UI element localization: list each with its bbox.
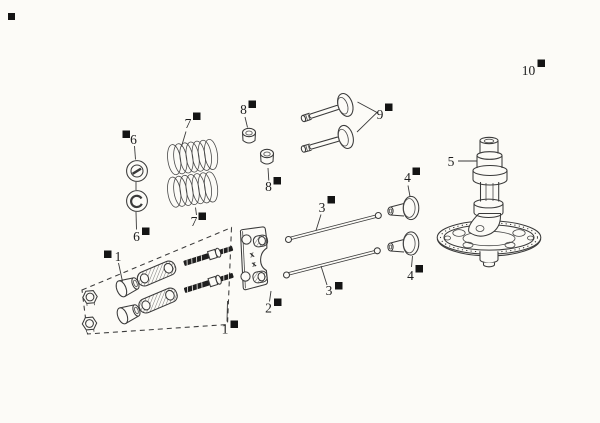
callout-3-top: 3 xyxy=(319,196,335,215)
callout-label: 8 xyxy=(265,179,272,194)
valve-spring-1 xyxy=(167,138,219,176)
callout-10: 10 xyxy=(522,59,545,78)
pushrod-guide-plate: x x xyxy=(239,226,269,291)
spring-retainer-1 xyxy=(126,160,148,182)
corner-mark xyxy=(8,13,15,20)
hex-nut-1 xyxy=(82,290,98,306)
callout-7-bottom: 7 xyxy=(191,212,206,229)
callout-8-top: 8 xyxy=(240,100,256,117)
callout-square xyxy=(415,265,423,273)
callout-1-left: 1 xyxy=(104,249,121,264)
callout-6-bottom: 6 xyxy=(133,227,150,244)
callout-square xyxy=(274,298,282,306)
rocker-stud-1 xyxy=(183,246,234,266)
callout-square xyxy=(273,177,281,185)
valve-stem-seal-1 xyxy=(241,127,257,144)
tappet-1 xyxy=(387,195,420,221)
callout-label: 2 xyxy=(265,301,272,316)
callout-label: 3 xyxy=(326,283,333,298)
plate-mark-1: x xyxy=(248,249,255,260)
callout-6-top: 6 xyxy=(122,130,137,147)
callout-label: 5 xyxy=(448,154,455,169)
callout-4-bottom: 4 xyxy=(407,265,423,283)
callout-square xyxy=(537,59,545,67)
callout-9: 9 xyxy=(377,103,393,122)
callout-label: 10 xyxy=(522,63,536,78)
callout-label: 8 xyxy=(240,102,247,117)
callout-5: 5 xyxy=(448,154,455,169)
valve-spring-2 xyxy=(167,171,219,208)
callout-square xyxy=(142,227,150,235)
rocker-stud-2 xyxy=(183,273,234,293)
valve-2 xyxy=(300,124,354,153)
callout-label: 6 xyxy=(130,132,137,147)
tappet-2 xyxy=(387,231,420,256)
callout-3-bottom: 3 xyxy=(326,282,343,298)
callout-8-bottom: 8 xyxy=(265,177,281,194)
callout-label: 4 xyxy=(407,268,414,283)
callout-square xyxy=(104,250,112,258)
callout-4-top: 4 xyxy=(404,167,420,185)
callout-square xyxy=(385,103,393,111)
rocker-pivot-2 xyxy=(116,304,141,325)
rocker-pivot-1 xyxy=(115,277,140,298)
pushrod-2 xyxy=(282,247,381,279)
leader-lines xyxy=(118,101,477,322)
callout-label: 4 xyxy=(404,170,411,185)
valve-stem-seal-2 xyxy=(259,148,275,165)
callout-square xyxy=(122,130,130,138)
plate-mark-2: x xyxy=(250,258,257,269)
rocker-arm-2 xyxy=(138,287,178,314)
callout-square xyxy=(327,196,335,204)
pushrod-1 xyxy=(284,211,382,244)
valve-1 xyxy=(300,92,354,123)
callout-label: 1 xyxy=(222,322,229,337)
callout-1-bottom: 1 xyxy=(222,320,238,337)
callout-square xyxy=(248,100,256,108)
callout-square xyxy=(412,167,420,175)
callout-label: 3 xyxy=(319,200,326,215)
callout-square xyxy=(193,112,201,120)
camshaft-assembly xyxy=(436,136,542,268)
callout-label: 6 xyxy=(133,229,140,244)
callout-label: 1 xyxy=(115,249,122,264)
callout-square xyxy=(198,212,206,220)
callout-square xyxy=(335,282,343,290)
callout-2: 2 xyxy=(265,298,282,316)
callout-square xyxy=(230,320,238,328)
callout-label: 7 xyxy=(191,214,198,229)
callout-label: 9 xyxy=(377,107,384,122)
spring-retainer-2 xyxy=(126,190,148,212)
callout-label: 7 xyxy=(185,116,192,131)
rocker-arm-1 xyxy=(136,260,177,287)
callout-7-top: 7 xyxy=(185,112,201,131)
hex-nut-2 xyxy=(81,316,98,333)
